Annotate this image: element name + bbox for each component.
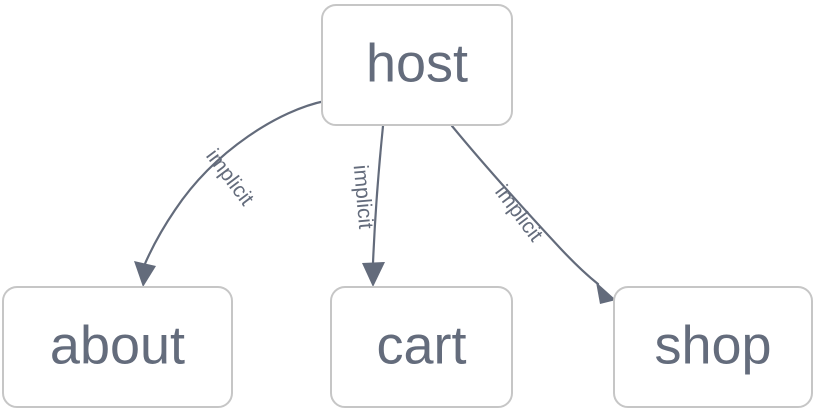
- edge-label-host-shop: implicit: [490, 181, 547, 246]
- node-about-label: about: [50, 315, 185, 375]
- edge-host-about-label-group: implicit: [201, 145, 258, 210]
- edge-host-cart-path: [371, 124, 385, 265]
- node-about-rect: [2, 286, 233, 408]
- arrowhead-icon-about: [134, 261, 156, 287]
- node-host-label: host: [366, 33, 468, 93]
- node-shop[interactable]: shop: [613, 286, 813, 408]
- edge-host-cart-label-group: implicit: [349, 164, 378, 230]
- node-group: host about cart shop: [2, 4, 813, 408]
- edge-group: implicit implicit implicit: [134, 99, 616, 304]
- arrowhead-icon-shop: [596, 282, 616, 304]
- node-shop-label: shop: [654, 315, 771, 375]
- node-cart[interactable]: cart: [330, 286, 513, 408]
- node-cart-rect: [330, 286, 513, 408]
- node-about[interactable]: about: [2, 286, 233, 408]
- edge-host-shop-path: [450, 124, 600, 286]
- node-host-rect: [321, 4, 513, 126]
- node-shop-rect: [613, 286, 813, 408]
- arrowhead-icon-cart: [362, 262, 385, 287]
- edge-host-cart[interactable]: implicit: [349, 124, 385, 287]
- edge-host-shop-label-group: implicit: [490, 181, 547, 246]
- edge-host-about-path: [142, 99, 327, 268]
- node-cart-label: cart: [376, 315, 466, 375]
- edge-host-about[interactable]: implicit: [134, 99, 327, 287]
- edge-label-host-cart: implicit: [349, 164, 378, 230]
- edge-label-host-about: implicit: [201, 145, 258, 210]
- node-host[interactable]: host: [321, 4, 513, 126]
- edge-host-shop[interactable]: implicit: [450, 124, 616, 304]
